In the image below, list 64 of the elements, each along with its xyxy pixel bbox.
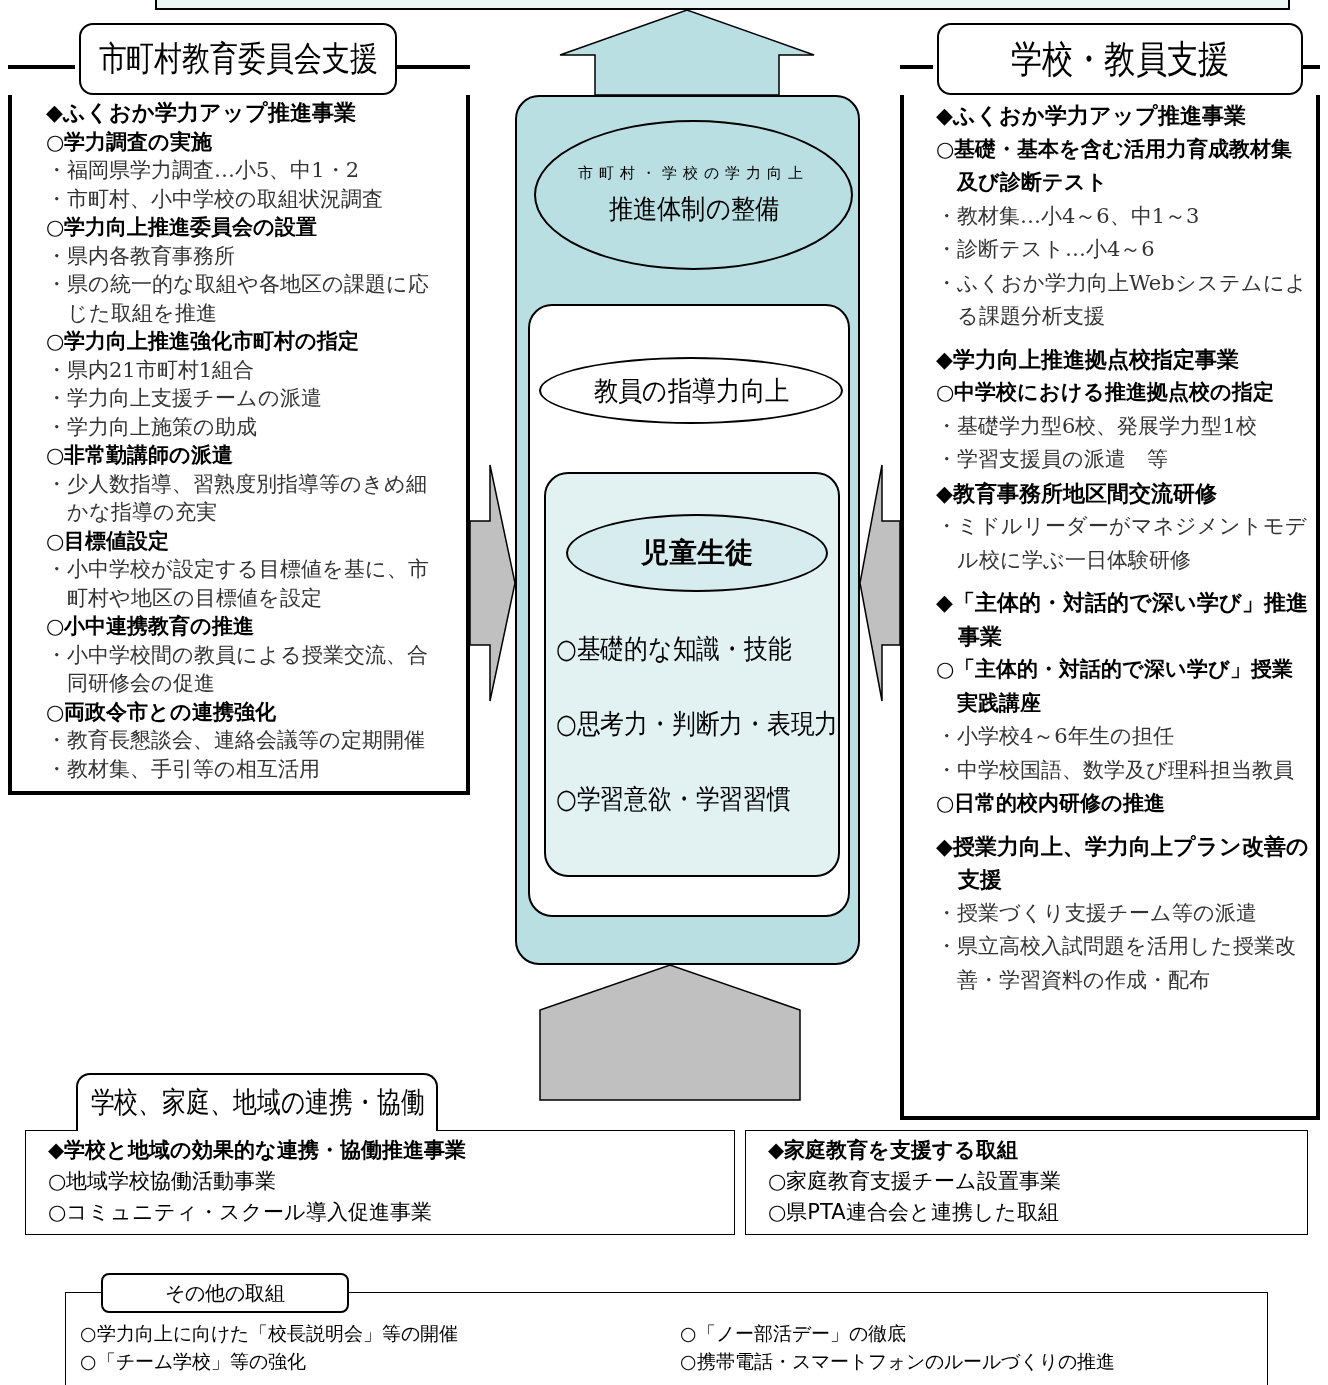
- bullet-text: ・福岡県学力調査…小5、中1・2: [46, 157, 361, 184]
- item-text: ○家庭教育支援チーム設置事業: [768, 1168, 1062, 1195]
- item-text: ○携帯電話・スマートフォンのルールづくりの推進: [680, 1349, 1116, 1374]
- section-heading: ◆ふくおか学力アップ推進事業: [936, 102, 1247, 130]
- item-heading: ○「主体的・対話的で深い学び」授業実践講座: [936, 656, 1295, 717]
- text-box: [745, 1130, 1308, 1235]
- section-heading: ◆学校と地域の効果的な連携・協働推進事業: [48, 1137, 467, 1164]
- bullet-text: ・学力向上支援チームの派遣: [46, 385, 323, 412]
- tab-label: その他の取組: [101, 1273, 349, 1313]
- bullet-text: ・学力向上施策の助成: [46, 413, 258, 441]
- section-heading: ◆「主体的・対話的で深い学び」推進事業: [936, 589, 1309, 651]
- item-text: ○学習意欲・学習習慣: [556, 782, 792, 816]
- item-heading: ○目標値設定: [46, 527, 171, 555]
- ellipse-text: 市町村・学校の学力向上: [578, 163, 809, 183]
- tab-label: 学校、家庭、地域の連携・協働: [76, 1073, 438, 1131]
- bullet-text: ・県内各教育事務所: [46, 242, 236, 270]
- tab-label: 市町村教育委員会支援: [79, 23, 397, 95]
- pupil-box: [544, 472, 840, 877]
- bullet-text: ・県内21市町村1組合: [46, 356, 256, 384]
- column-panel: [515, 95, 860, 965]
- section-heading: ◆教育事務所地区間交流研修: [936, 479, 1218, 508]
- bullet-text: ・教材集…小4～6、中1～3: [936, 202, 1201, 230]
- bullet-text: ・少人数指導、習熟度別指導等のきめ細かな指導の充実: [46, 470, 428, 526]
- bullet-text: ・ふくおか学力向上Webシステムによる課題分析支援: [936, 269, 1308, 330]
- bullet-text: ・県の統一的な取組や各地区の課題に応じた取組を推進: [46, 271, 430, 327]
- item-text: ○「チーム学校」等の強化: [80, 1349, 307, 1374]
- tab-label: 学校・教員支援: [937, 23, 1303, 95]
- ellipse-text: 児童生徒: [641, 535, 753, 571]
- inner-box: [528, 304, 850, 917]
- bullet-text: ・教材集、手引等の相互活用: [46, 755, 321, 783]
- ellipse-text: 推進体制の整備: [608, 191, 779, 226]
- bullet-text: ・学習支援員の派遣 等: [936, 446, 1169, 473]
- bullet-text: ・授業づくり支援チーム等の派遣: [936, 899, 1258, 927]
- item-heading: ○日常的校内研修の推進: [936, 790, 1167, 817]
- bullet-text: ・市町村、小中学校の取組状況調査: [46, 185, 384, 213]
- item-text: ○コミュニティ・スクール導入促進事業: [48, 1199, 434, 1226]
- section-heading: ◆授業力向上、学力向上プラン改善の支援: [936, 832, 1310, 894]
- bullet-text: ・診断テスト…小4～6: [936, 236, 1156, 263]
- bullet-text: ・小学校4～6年生の担任: [936, 723, 1175, 750]
- bullet-text: ・県立高校入試問題を活用した授業改善・学習資料の作成・配布: [936, 933, 1297, 994]
- item-heading: ○小中連携教育の推進: [46, 613, 256, 640]
- bullet-text: ・中学校国語、数学及び理科担当教員: [936, 756, 1295, 784]
- item-text: ○基礎的な知識・技能: [556, 632, 793, 666]
- ellipse-text: 教員の指導力向上: [593, 373, 789, 408]
- item-heading: ○両政令市との連携強化: [46, 698, 278, 726]
- item-text: ○思考力・判断力・表現力: [556, 707, 839, 741]
- bullet-text: ・教育長懇談会、連絡会議等の定期開催: [46, 727, 426, 754]
- section-heading: ◆家庭教育を支援する取組: [768, 1137, 1020, 1164]
- item-heading: ○中学校における推進拠点校の指定: [936, 379, 1276, 406]
- item-text: ○県PTA連合会と連携した取組: [768, 1199, 1060, 1226]
- item-heading: ○学力向上推進委員会の設置: [46, 214, 319, 241]
- item-heading: ○非常勤講師の派遣: [46, 442, 235, 469]
- bullet-text: ・小中学校が設定する目標値を基に、市町村や地区の目標値を設定: [46, 556, 430, 612]
- bullet-text: ・小中学校間の教員による授業交流、合同研修会の促進: [46, 641, 429, 697]
- item-heading: ○学力向上推進強化市町村の指定: [46, 328, 361, 355]
- bullet-text: ・ミドルリーダーがマネジメントモデル校に学ぶ一日体験研修: [936, 513, 1308, 574]
- item-heading: ○学力調査の実施: [46, 128, 214, 156]
- section-heading: ◆学力向上推進拠点校指定事業: [936, 345, 1240, 374]
- item-text: ○学力向上に向けた「校長説明会」等の開催: [80, 1321, 459, 1346]
- section-heading: ◆ふくおか学力アップ推進事業: [46, 99, 357, 127]
- item-text: ○「ノー部活デー」の徹底: [680, 1321, 907, 1346]
- bullet-text: ・基礎学力型6校、発展学力型1校: [936, 412, 1258, 440]
- item-text: ○地域学校協働活動事業: [48, 1168, 278, 1195]
- item-heading: ○基礎・基本を含む活用力育成教材集及び診断テスト: [936, 135, 1294, 196]
